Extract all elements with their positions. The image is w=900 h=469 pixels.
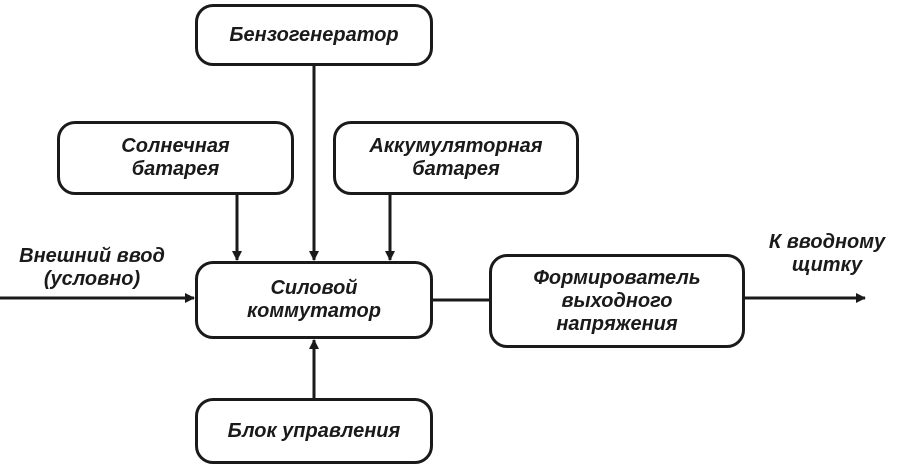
power-switch-block-label: Силовой коммутатор xyxy=(247,277,381,322)
voltage-former-block: Формирователь выходного напряжения xyxy=(489,254,745,348)
accumulator-battery-block-label: Аккумуляторная батарея xyxy=(369,135,543,180)
accumulator-battery-block: Аккумуляторная батарея xyxy=(333,121,579,195)
generator-block: Бензогенератор xyxy=(195,4,433,66)
generator-block-label: Бензогенератор xyxy=(229,23,399,46)
power-switch-block: Силовой коммутатор xyxy=(195,261,433,339)
external-input-label: Внешний ввод (условно) xyxy=(19,245,165,290)
control-unit-block-label: Блок управления xyxy=(227,419,401,442)
to-panel-label: К вводному щитку xyxy=(768,231,886,276)
voltage-former-block-label: Формирователь выходного напряжения xyxy=(533,266,701,335)
solar-battery-block-label: Солнечная батарея xyxy=(121,135,230,180)
control-unit-block: Блок управления xyxy=(195,398,433,464)
solar-battery-block: Солнечная батарея xyxy=(57,121,294,195)
